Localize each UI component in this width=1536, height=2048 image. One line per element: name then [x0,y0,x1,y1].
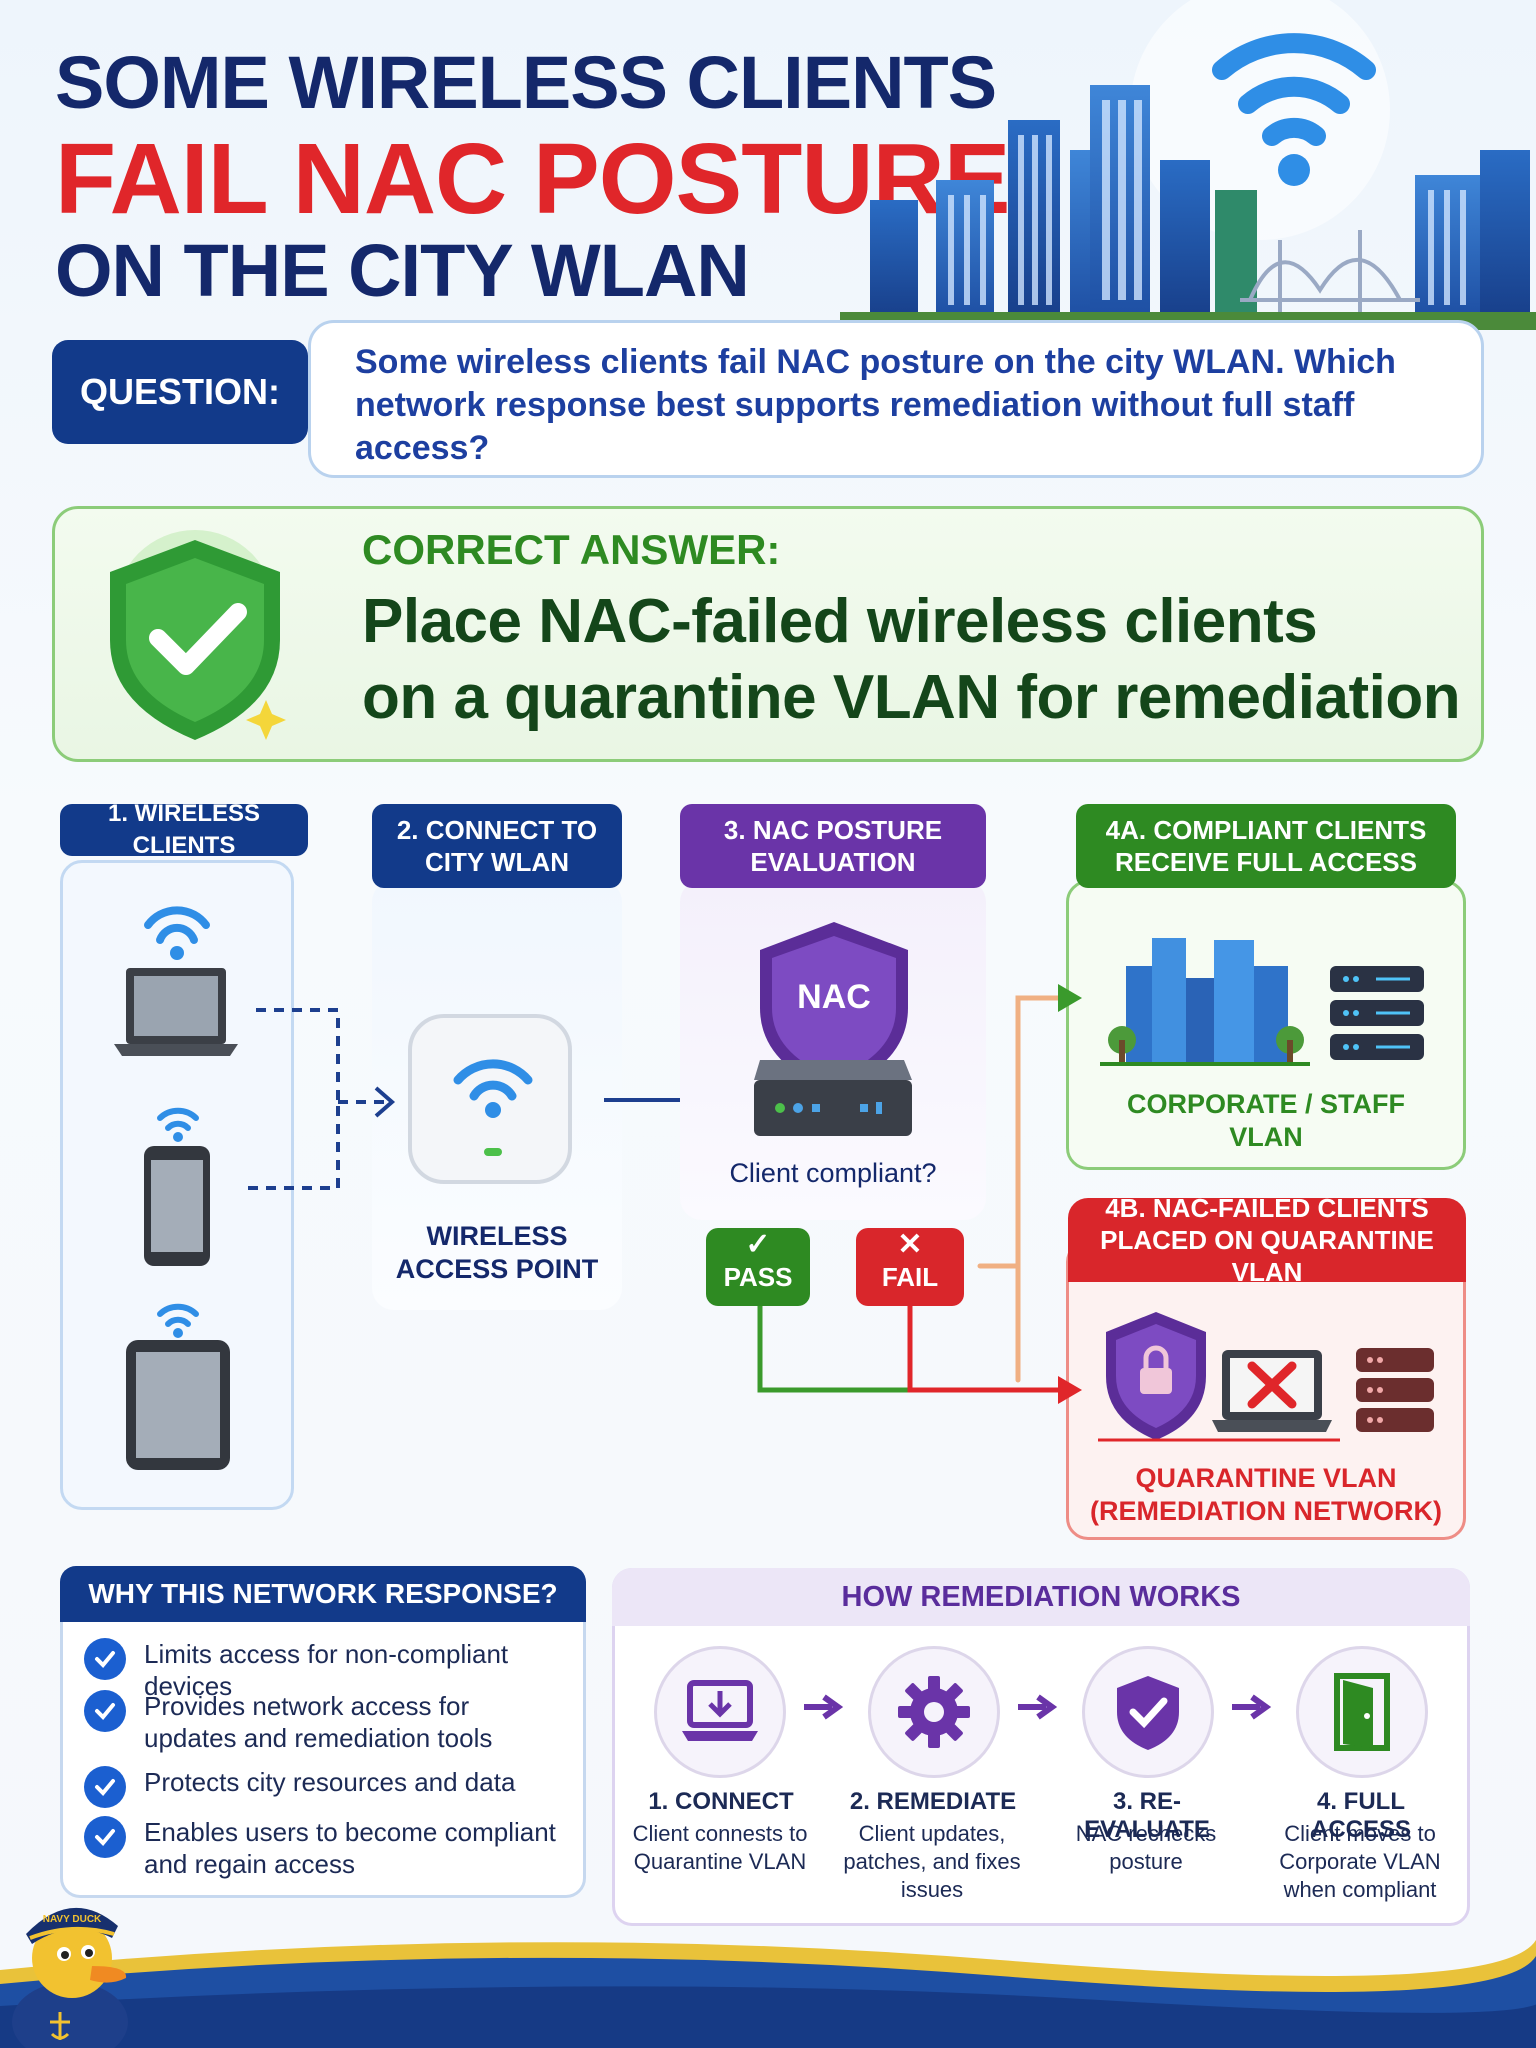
answer-text: Place NAC-failed wireless clients on a q… [362,584,1461,736]
why-item: Provides network access for updates and … [84,1690,564,1754]
how-title: HOW REMEDIATION WORKS [612,1568,1470,1626]
shield-check-icon [1117,1676,1179,1750]
access-point-icon [408,1014,572,1184]
answer-line-2: on a quarantine VLAN for remediation [362,663,1461,732]
why-item: Limits access for non-compliant devices [84,1638,564,1702]
answer-label: CORRECT ANSWER: [362,526,781,573]
phone-icon [144,1107,210,1266]
how-step-3-circle [1082,1646,1214,1778]
nac-shield-icon [760,922,908,1092]
navy-duck-mascot: NAVY DUCK [12,1907,128,2048]
check-shield-icon [110,530,286,740]
server-rack-icon [1330,966,1424,1060]
quarantine-server-icon [1356,1348,1434,1432]
question-box: Some wireless clients fail NAC posture o… [308,320,1484,478]
how-step-2-circle [868,1646,1000,1778]
why-item: Enables users to become compliant and re… [84,1816,564,1880]
arrow-right-icon [804,1694,844,1720]
pass-badge: ✓ PASS [706,1228,810,1306]
corporate-buildings-icon [1100,938,1310,1066]
title-line-3: ON THE CITY WLAN [55,229,750,312]
answer-box [52,506,1484,762]
fail-badge: ✕ FAIL [856,1228,964,1306]
compliance-question: Client compliant? [729,1158,937,1188]
how-step-4-circle [1296,1646,1428,1778]
gear-icon [898,1676,970,1748]
why-title: WHY THIS NETWORK RESPONSE? [60,1566,586,1622]
flow-diagram [114,906,1434,1470]
how-step-3-title: 3. RE-EVALUATE [1084,1788,1210,1843]
how-step-2-desc: Client updates, patches, and fixes issue… [843,1821,1021,1902]
arrow-right-icon [1232,1694,1272,1720]
title-line-1: SOME WIRELESS CLIENTS [55,41,997,124]
nac-appliance-icon [754,1060,912,1136]
check-circle-icon [84,1638,126,1680]
laptop-repair-icon [1098,1350,1340,1442]
question-label: QUESTION: [52,340,308,444]
how-step-1-circle [654,1646,786,1778]
nac-badge-label: NAC [797,978,871,1016]
answer-line-1: Place NAC-failed wireless clients [362,587,1318,656]
laptop-download-icon [682,1680,758,1741]
question-text: Some wireless clients fail NAC posture o… [355,343,1396,467]
how-step-4-title: 4. FULL ACCESS [1310,1788,1412,1843]
title-line-2: FAIL NAC POSTURE [55,123,1010,235]
tablet-icon [126,1303,230,1470]
laptop-icon [114,906,238,1056]
why-item: Protects city resources and data [84,1766,564,1808]
how-step-2-title: 2. REMEDIATE [849,1788,1017,1815]
check-circle-icon [84,1766,126,1808]
how-step-1-title: 1. CONNECT [648,1788,794,1815]
lock-shield-icon [1106,1312,1206,1440]
how-step-3-desc: NAC rechecks posture [1075,1821,1217,1874]
how-step-4-desc: Client moves to Corporate VLAN when comp… [1279,1821,1441,1902]
check-circle-icon [84,1816,126,1858]
mascot-cap-text: NAVY DUCK [43,1914,102,1925]
footer-wave [0,1940,1536,2048]
quarantine-vlan-label: QUARANTINE VLAN(REMEDIATION NETWORK) [1090,1463,1442,1526]
how-step-1-desc: Client connests to Quarantine VLAN [632,1821,808,1874]
door-icon [1334,1673,1390,1751]
check-circle-icon [84,1690,126,1732]
step-1-header: 1. WIRELESS CLIENTS [60,800,308,859]
arrow-right-icon [1018,1694,1058,1720]
